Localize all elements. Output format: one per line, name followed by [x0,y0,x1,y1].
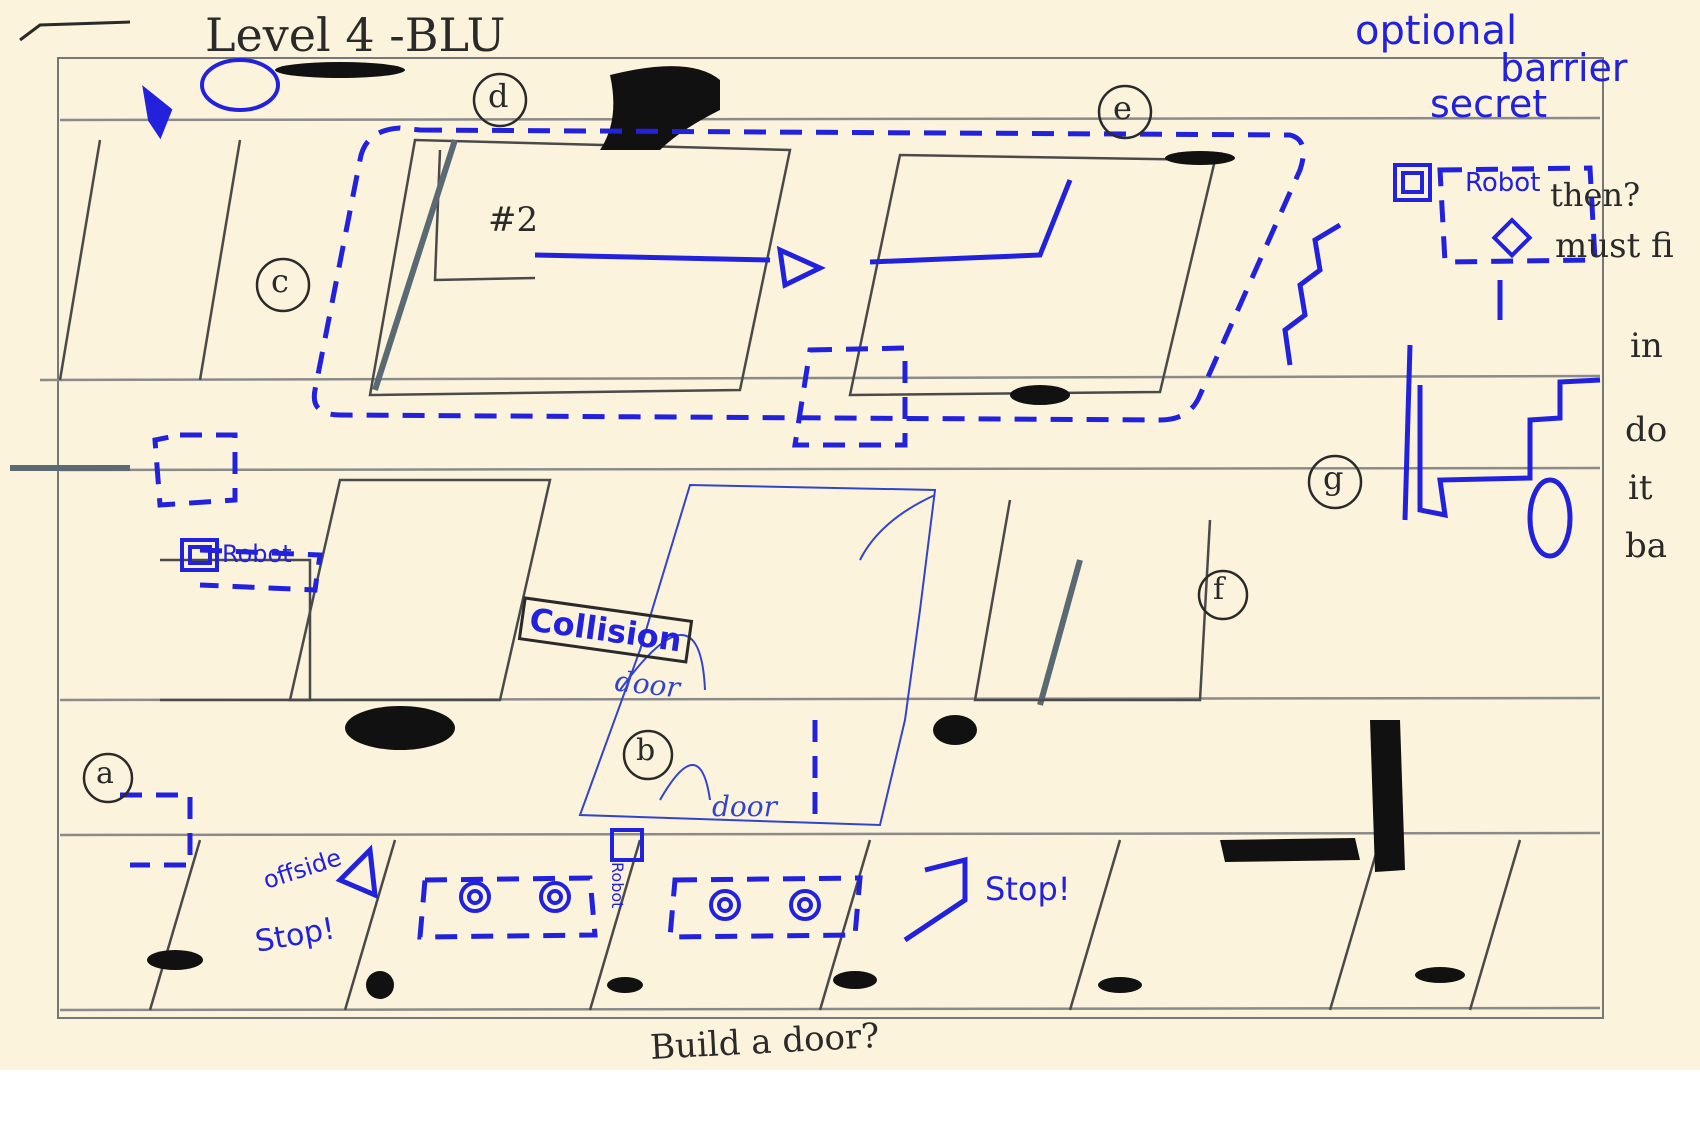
marker-b: b [636,733,655,768]
ring-pickups [461,883,819,919]
note-door-1: door [613,665,681,705]
marker-c: c [271,262,289,300]
marker-g: g [1323,459,1343,497]
margin-note-2: must fi [1555,226,1674,266]
title-arrow [20,22,130,40]
note-door-2: door [712,790,777,823]
ink-blots [147,62,1465,999]
note-room-2: #2 [488,200,538,240]
note-stop-right: Stop! [985,870,1071,908]
marker-f: f [1213,572,1224,607]
note-optional: optional [1355,8,1517,54]
marker-d: d [488,77,508,115]
marker-e: e [1113,89,1132,127]
note-robot-right: Robot [1465,168,1540,198]
margin-note-3: in [1630,326,1663,366]
marker-a: a [96,756,114,791]
note-secret: secret [1430,82,1547,126]
upper-rooms [60,140,1215,395]
ink-lines [340,180,1600,940]
level-sketch [0,0,1700,1070]
margin-note-4: do [1625,410,1667,450]
level-title: Level 4 -BLU [205,8,505,62]
note-robot-vertical: Robot [608,862,627,908]
marker-circles [84,74,1361,802]
note-robot-left: Robot [222,540,292,568]
margin-note-5: it [1628,468,1653,508]
margin-note-1: then? [1550,176,1640,214]
margin-note-6: ba [1625,526,1667,566]
sketch-paper: Level 4 -BLU optional barrier secret #2 … [0,0,1700,1070]
